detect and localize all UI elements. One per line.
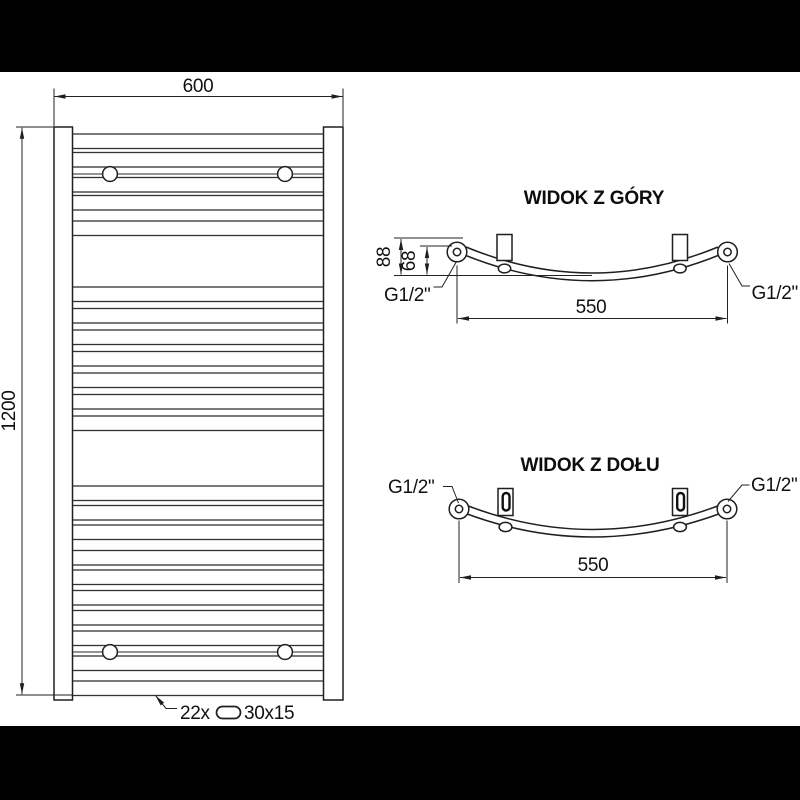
radiator-tube xyxy=(71,329,325,346)
radiator-tube xyxy=(71,569,325,586)
note-leader xyxy=(155,695,177,709)
radiator-tube xyxy=(71,680,325,697)
depth-total-label: 88 xyxy=(374,247,395,268)
width-label: 600 xyxy=(183,76,214,97)
height-label: 1200 xyxy=(0,390,20,431)
radiator-tube xyxy=(71,151,325,168)
letterbox-bottom xyxy=(0,726,800,800)
bracket-slot-icon xyxy=(501,491,511,512)
thread-label-bottom-left: G1/2" xyxy=(388,477,459,504)
radiator-tube xyxy=(71,286,325,303)
mount-hole-bottom-right xyxy=(276,643,294,661)
letterbox-top xyxy=(0,0,800,72)
mount-hole-bottom-left xyxy=(101,643,119,661)
svg-text:G1/2": G1/2" xyxy=(751,475,797,496)
dimension-width: 600 xyxy=(53,76,344,126)
radiator-tube xyxy=(71,485,325,502)
drawing-canvas: 600 1200 22x 30x15 W xyxy=(0,72,800,726)
oval-profile-icon xyxy=(215,705,242,720)
radiator-tube xyxy=(71,350,325,367)
right-rail xyxy=(322,126,344,701)
radiator-tube xyxy=(71,372,325,389)
wall-bracket-bottom-left xyxy=(497,487,514,533)
svg-text:G1/2": G1/2" xyxy=(388,477,434,498)
dimension-spacing-top: 550 xyxy=(456,265,728,324)
wall-bracket-top-right xyxy=(671,233,689,274)
curved-tube-top-lower xyxy=(463,253,721,282)
depth-axis-label: 68 xyxy=(399,251,420,272)
radiator-tube xyxy=(71,307,325,324)
radiator-tube xyxy=(71,220,325,237)
mount-hole-top-right xyxy=(276,165,294,183)
dimension-spacing-bottom: 550 xyxy=(458,520,728,583)
thread-label-top-right: G1/2" xyxy=(728,263,798,304)
left-rail xyxy=(53,126,74,701)
thread-label-bottom-right: G1/2" xyxy=(727,475,798,502)
svg-text:G1/2": G1/2" xyxy=(384,285,430,306)
tube-note: 22x 30x15 xyxy=(155,695,295,724)
dimension-depth-axis: 68 xyxy=(399,245,452,275)
radiator-tube xyxy=(71,609,325,626)
radiator-tube xyxy=(71,393,325,410)
top-view: WIDOK Z GÓRY xyxy=(374,187,798,324)
note-count-label: 22x xyxy=(180,703,211,724)
thread-label-top-left: G1/2" xyxy=(384,261,457,306)
note-profile-label: 30x15 xyxy=(244,703,294,724)
bottom-view: WIDOK Z DOŁU xyxy=(388,455,798,583)
grommet-bottom-left xyxy=(448,498,470,520)
curved-tube-bottom-lower xyxy=(464,512,722,538)
grommet-top-right xyxy=(716,241,739,263)
svg-text:G1/2": G1/2" xyxy=(752,283,798,304)
bottom-view-title: WIDOK Z DOŁU xyxy=(520,455,659,476)
bracket-slot-icon xyxy=(676,491,686,512)
top-view-title: WIDOK Z GÓRY xyxy=(524,187,665,209)
radiator-tube xyxy=(71,415,325,432)
dimension-depth-total: 88 xyxy=(374,237,592,276)
front-view-tubes xyxy=(71,133,325,697)
radiator-tube xyxy=(71,133,325,150)
grommet-bottom-right xyxy=(716,498,738,520)
wall-bracket-top-left xyxy=(496,233,513,274)
radiator-tube xyxy=(71,524,325,541)
radiator-tube xyxy=(71,630,325,647)
radiator-tube xyxy=(71,589,325,606)
grommet-top-left xyxy=(446,241,468,263)
radiator-tube xyxy=(71,504,325,521)
front-view: 600 1200 22x 30x15 xyxy=(0,76,344,724)
radiator-tube xyxy=(71,194,325,211)
mount-hole-top-left xyxy=(101,165,119,183)
dimension-height: 1200 xyxy=(0,126,72,696)
spacing-label-top: 550 xyxy=(576,297,607,318)
wall-bracket-bottom-right xyxy=(671,487,689,533)
spacing-label-bottom: 550 xyxy=(578,555,609,576)
radiator-tube xyxy=(71,549,325,566)
